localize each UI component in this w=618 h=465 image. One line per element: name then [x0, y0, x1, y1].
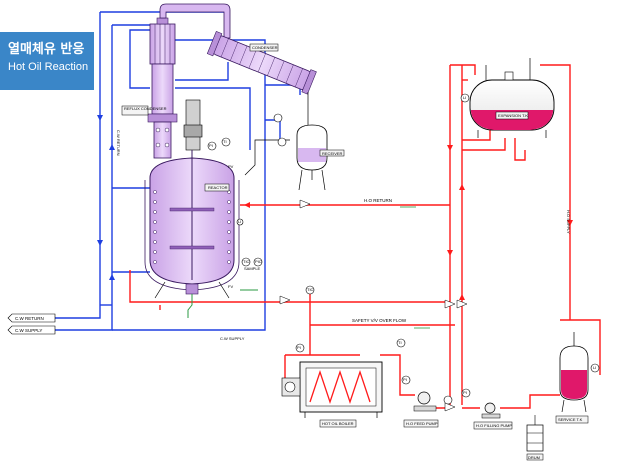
- feed-pump-label-plate: [403, 419, 439, 428]
- title-english: Hot Oil Reaction: [8, 61, 89, 73]
- boiler-ti-icon: [396, 338, 406, 348]
- safety-overflow-label: SAFETY V/V OVER FLOW: [352, 318, 407, 323]
- reactor-tic-icon: [241, 257, 251, 267]
- cw-return-label: C.W RETURN: [15, 316, 44, 321]
- receiver-label: RECEIVER: [322, 151, 343, 156]
- svg-text:PI: PI: [297, 345, 301, 350]
- receiver-gauge-icon: [273, 113, 283, 123]
- svg-text:PI: PI: [209, 143, 213, 148]
- pump-pi-icon: [401, 375, 411, 385]
- receiver: [296, 124, 328, 191]
- service-tank-label: SERVICE T.K: [558, 417, 583, 422]
- service-tank: [559, 332, 589, 413]
- ho-return-label: H.O RETURN: [364, 198, 392, 203]
- reactor-label: REACTOR: [208, 185, 228, 190]
- ho-arrows: [244, 145, 573, 300]
- expansion-tank-label: EXPANSION T.K: [498, 113, 528, 118]
- feed-pump-label: H.O FEED PUMP: [406, 421, 438, 426]
- condenser-label-plate: [249, 43, 279, 52]
- reactor-li-icon: [236, 218, 244, 226]
- ho-filling-pump: [481, 402, 501, 419]
- reflux-condenser-label: REFLUX CONDENSER: [124, 106, 167, 111]
- svg-text:TIC: TIC: [307, 287, 314, 292]
- exp-tank-li-icon: [460, 93, 470, 103]
- cw-supply-arrow: [7, 325, 56, 335]
- cw-return-arrow: [7, 313, 56, 323]
- svg-text:LI: LI: [238, 219, 241, 224]
- reactor-pi-icon: [207, 141, 217, 151]
- valves: [279, 199, 468, 412]
- hot-oil-boiler: [281, 361, 383, 418]
- boiler-pi-icon: [295, 343, 305, 353]
- condenser: [206, 31, 317, 95]
- ho-feed-pump: [413, 391, 453, 412]
- svg-text:TI: TI: [223, 139, 227, 144]
- title-box: 열매체유 반응 Hot Oil Reaction: [0, 32, 94, 90]
- filling-pump-label-plate: [473, 421, 513, 430]
- cw-arrows: [97, 115, 115, 280]
- return-tic-icon: [305, 285, 315, 295]
- svg-text:LI: LI: [593, 365, 596, 370]
- cw-return-side-label: C.W RETURN: [116, 130, 121, 156]
- condensate-line: [244, 92, 309, 176]
- svg-text:TI: TI: [398, 340, 402, 345]
- boiler-label-plate: [319, 419, 357, 428]
- filling-pump-label: H.O FILLING PUMP: [476, 423, 512, 428]
- boiler-label: HOT OIL BOILER: [322, 421, 354, 426]
- condenser-label: CONDENSER: [252, 45, 278, 50]
- svg-text:PI: PI: [403, 377, 407, 382]
- reflux-condenser-label-plate: [121, 105, 149, 116]
- cw-supply-bottom-label: C.W SUPPLY: [220, 336, 245, 341]
- service-tank-label-plate: [555, 415, 589, 424]
- expansion-tank-label-plate: [495, 111, 529, 120]
- svg-text:PV: PV: [228, 164, 234, 169]
- svg-text:TIC: TIC: [243, 259, 250, 264]
- svg-text:FV: FV: [228, 284, 233, 289]
- reactor-drain: [187, 294, 193, 318]
- cw-supply-label: C.W SUPPLY: [15, 328, 42, 333]
- drum-label: DRUM: [528, 455, 540, 460]
- receiver-valve-icon: [277, 137, 287, 147]
- ho-supply-label: H.O SUPPLY: [566, 210, 571, 234]
- drum-label-plate: [526, 453, 544, 461]
- reactor-ti-icon: [221, 137, 231, 147]
- drum: [526, 415, 544, 452]
- reactor-pic-icon: [253, 257, 263, 267]
- title-korean: 열매체유 반응: [8, 42, 85, 57]
- service-tank-li-icon: [590, 363, 600, 373]
- sample-label: SAMPLE: [244, 266, 261, 271]
- filling-pi-icon: [461, 388, 471, 398]
- instrument-codes: PI TI TIC PIC LI TIC PI TI PI LI LI PI P…: [209, 95, 596, 395]
- svg-text:PI: PI: [463, 390, 467, 395]
- receiver-label-plate: [319, 149, 345, 157]
- reactor-instruments: [207, 93, 600, 398]
- reflux-condenser: [147, 17, 178, 159]
- svg-text:PIC: PIC: [255, 259, 262, 264]
- reactor-label-plate: [204, 183, 230, 192]
- svg-text:LI: LI: [463, 95, 466, 100]
- expansion-tank: [469, 58, 555, 138]
